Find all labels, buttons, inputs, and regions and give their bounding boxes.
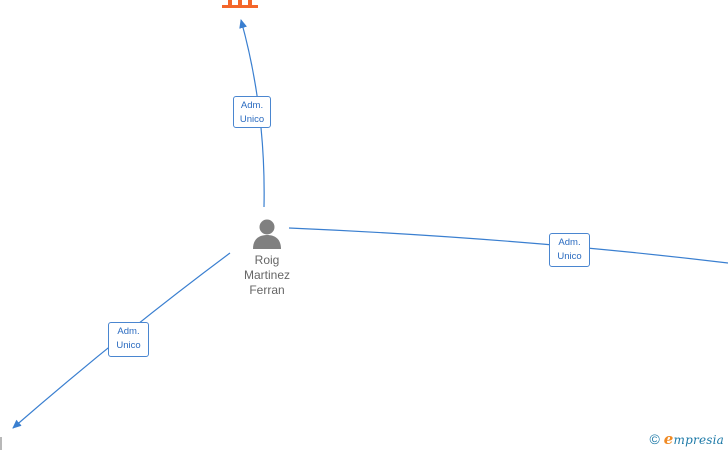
building-icon: [222, 0, 258, 8]
brand-logo-text: mpresia: [673, 433, 724, 447]
edge-right[interactable]: [288, 227, 728, 264]
relation-role: Adm.: [117, 326, 140, 337]
brand-watermark: © empresia: [649, 430, 724, 448]
relation-role-type: Unico: [239, 114, 265, 125]
person-name-line-2: Martinez: [243, 268, 290, 282]
relation-role-type: Unico: [557, 251, 582, 262]
person-name: Roig Martinez Ferran: [236, 253, 298, 298]
copyright-icon: ©: [649, 431, 660, 447]
brand-logo-initial: e: [663, 430, 674, 448]
person-name-line-1: Roig: [254, 253, 280, 267]
brand-logo: empresia: [664, 430, 724, 448]
company-node[interactable]: [222, 0, 258, 14]
relation-role-type: Unico: [116, 340, 141, 351]
person-node[interactable]: Roig Martinez Ferran: [236, 218, 298, 298]
person-name-line-3: Ferran: [249, 283, 285, 297]
relation-label-top[interactable]: Adm. Unico: [233, 96, 271, 128]
relation-label-right[interactable]: Adm. Unico: [549, 233, 590, 267]
relation-role: Adm.: [240, 100, 264, 111]
relation-label-bottom-left[interactable]: Adm. Unico: [108, 322, 149, 357]
relation-role: Adm.: [558, 237, 581, 248]
person-icon: [253, 219, 281, 249]
